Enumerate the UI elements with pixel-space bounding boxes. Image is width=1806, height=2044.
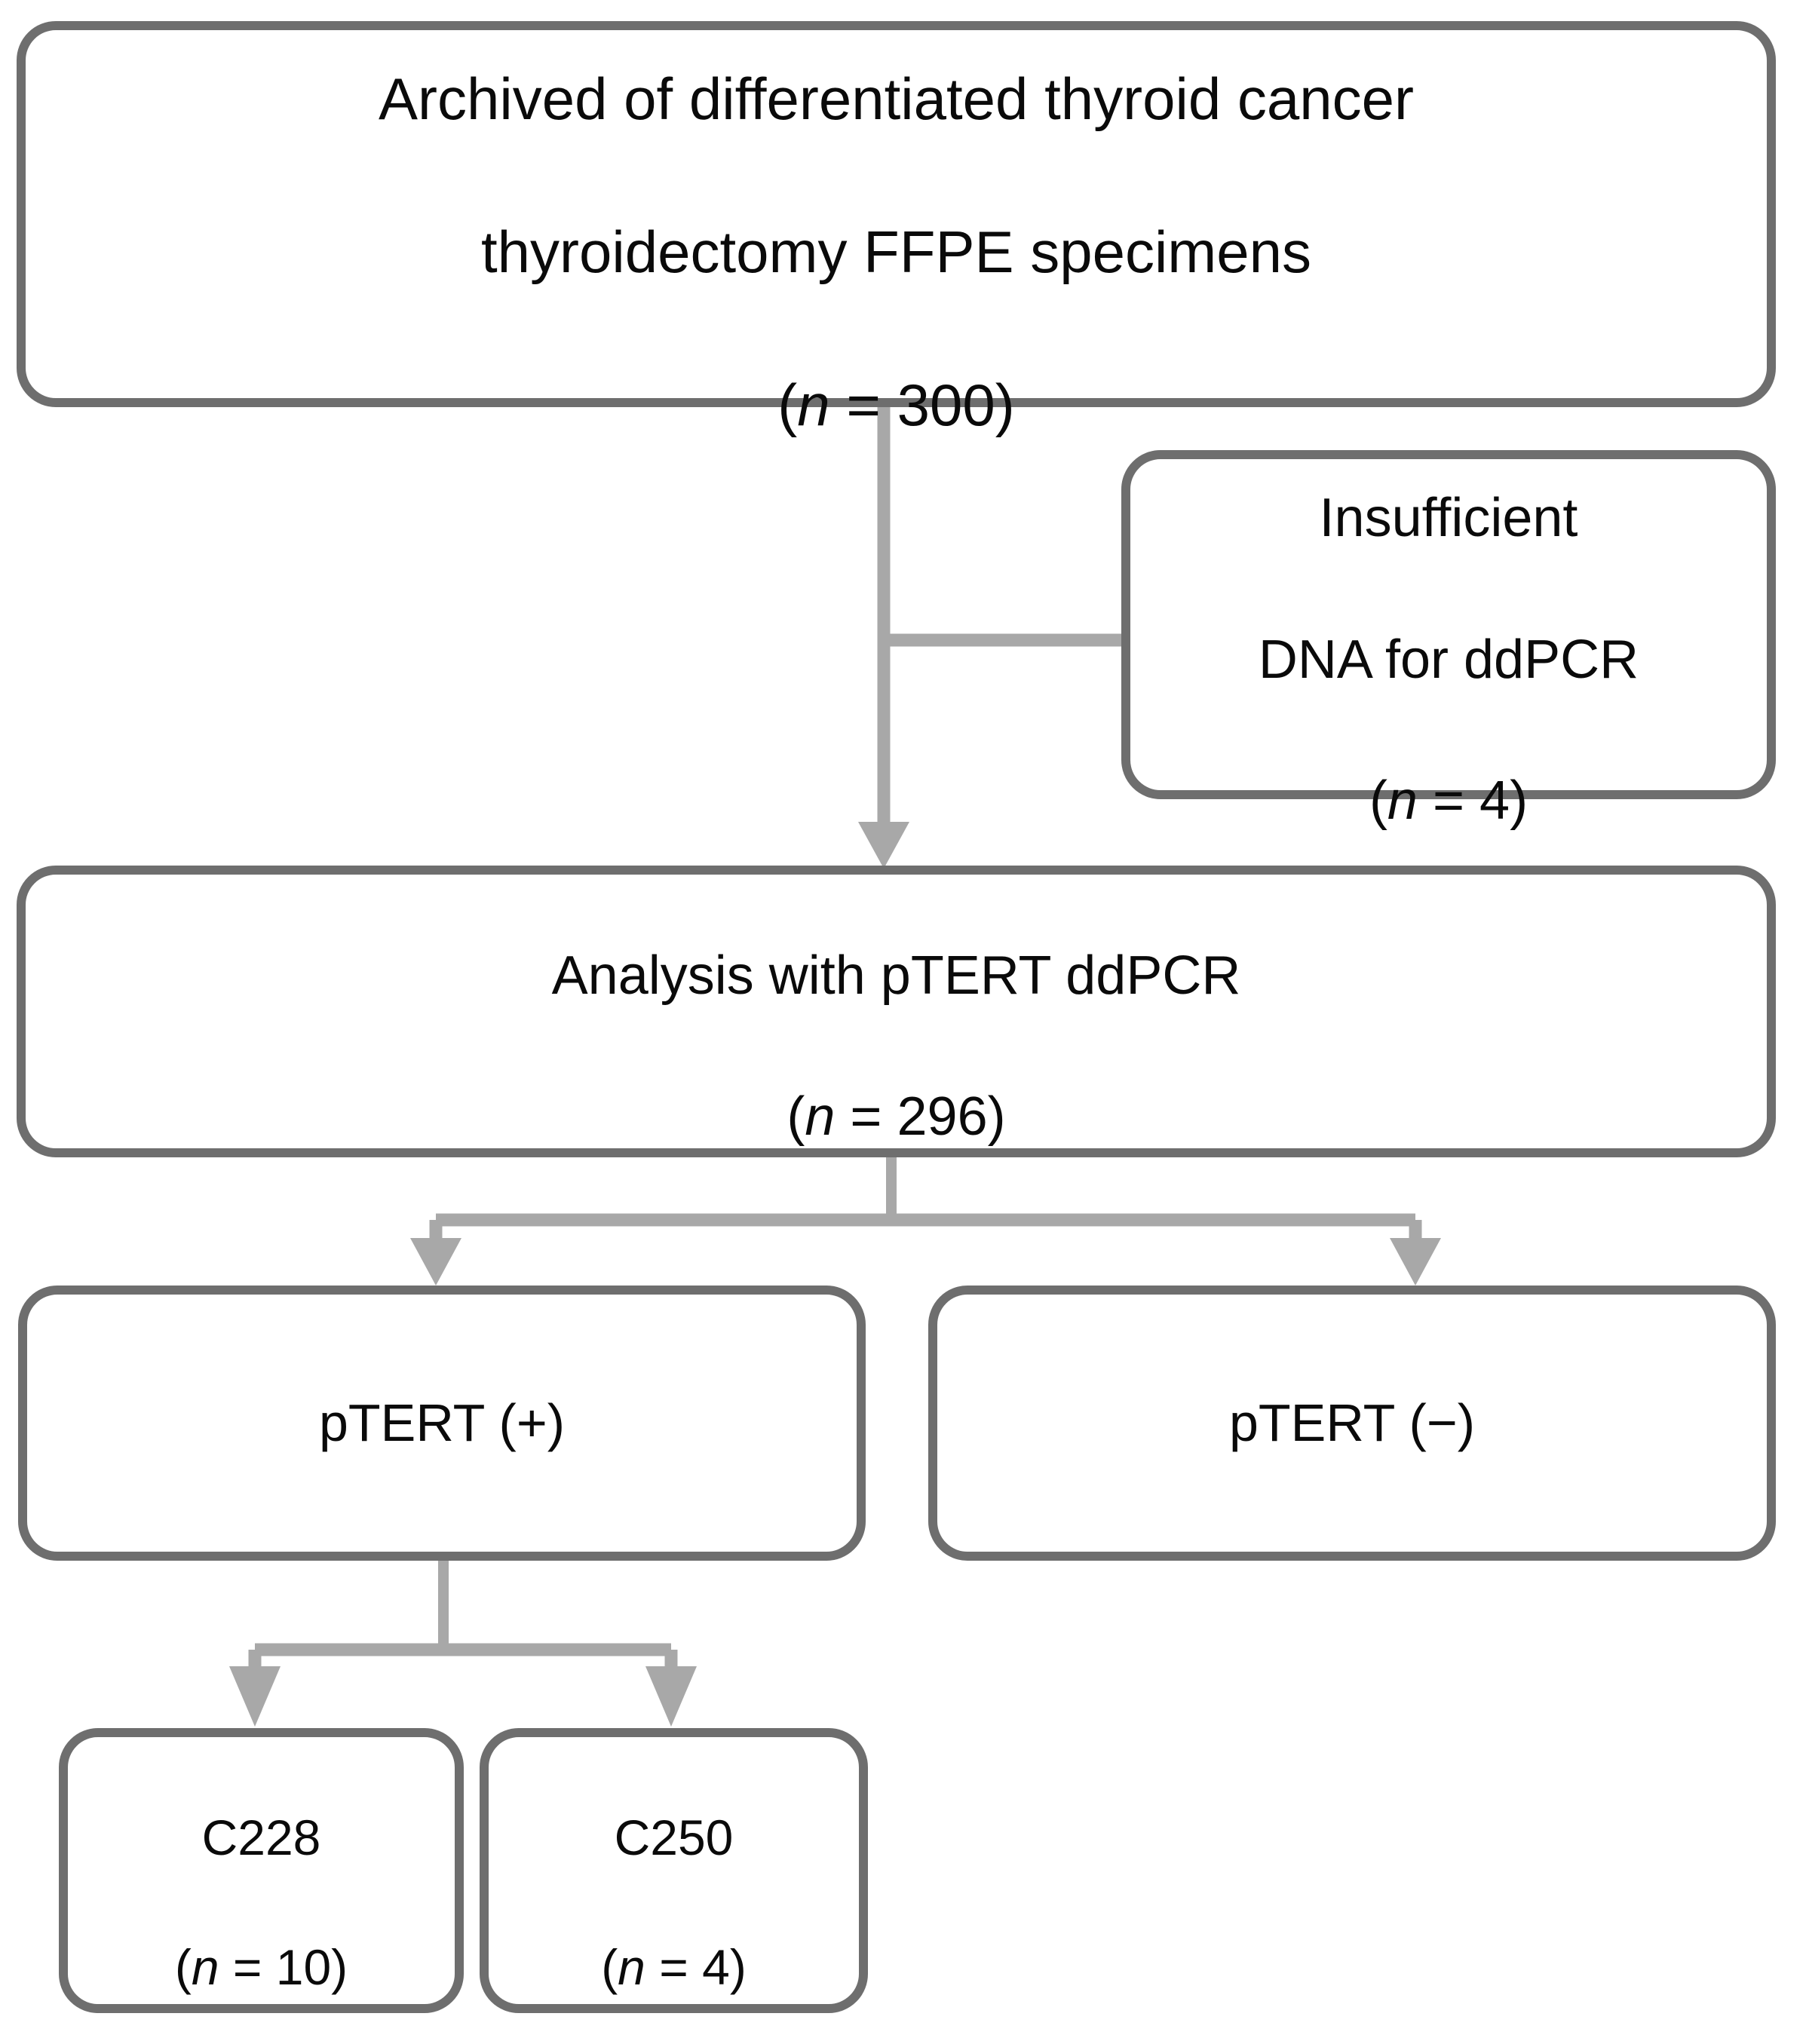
node-c228-label: C228 (n = 10) (161, 1741, 361, 2000)
archived-count-value: 300 (897, 371, 995, 438)
node-insufficient-dna[interactable]: Insufficient DNA for ddPCR (n = 4) (1121, 450, 1776, 831)
excluded-count: (n = 4) (1369, 770, 1529, 831)
node-c250-label: C250 (n = 4) (587, 1741, 760, 2000)
n-symbol: n (618, 1938, 645, 1995)
node-insufficient-dna-label: Insufficient DNA for ddPCR (n = 4) (1245, 413, 1652, 837)
node-analysis-label: Analysis with pTERT ddPCR (n = 296) (538, 870, 1255, 1152)
n-symbol: n (805, 1086, 836, 1148)
n-symbol: n (191, 1938, 219, 1995)
analysis-count-value: 296 (897, 1086, 988, 1148)
c250-count-value: 4 (702, 1938, 730, 1995)
node-archived-specimens[interactable]: Archived of differentiated thyroid cance… (17, 21, 1776, 438)
c228-line-1: C228 (201, 1810, 321, 1866)
excluded-count-value: 4 (1479, 770, 1510, 831)
node-ptert-negative[interactable]: pTERT (−) (928, 1286, 1776, 1561)
node-ptert-positive[interactable]: pTERT (+) (18, 1286, 866, 1561)
eq-symbol: = (829, 371, 897, 438)
c228-count-value: 10 (275, 1938, 332, 1995)
n-symbol: n (797, 371, 830, 438)
archived-line-2: thyroidectomy FFPE specimens (480, 219, 1312, 285)
excluded-line-2: DNA for ddPCR (1258, 629, 1639, 690)
node-ptert-negative-label: pTERT (−) (1228, 1393, 1476, 1452)
c228-count: (n = 10) (174, 1938, 348, 1995)
edge-positive-split (229, 1561, 697, 1727)
node-c250[interactable]: C250 (n = 4) (480, 1728, 868, 2013)
archived-line-1: Archived of differentiated thyroid cance… (379, 66, 1414, 133)
n-symbol: n (1387, 770, 1418, 831)
node-archived-specimens-label: Archived of differentiated thyroid cance… (365, 0, 1427, 443)
edge-source-to-analysis (858, 407, 909, 869)
excluded-line-1: Insufficient (1319, 488, 1578, 549)
c250-line-1: C250 (614, 1810, 734, 1866)
edge-analysis-split (410, 1157, 1441, 1286)
node-analysis-ptert-ddpcr[interactable]: Analysis with pTERT ddPCR (n = 296) (17, 866, 1776, 1157)
archived-count: (n = 300) (777, 371, 1015, 438)
node-c228[interactable]: C228 (n = 10) (59, 1728, 464, 2013)
analysis-line-1: Analysis with pTERT ddPCR (551, 945, 1241, 1006)
node-ptert-positive-label: pTERT (+) (318, 1393, 566, 1452)
analysis-count: (n = 296) (786, 1086, 1006, 1148)
c250-count: (n = 4) (601, 1938, 747, 1995)
